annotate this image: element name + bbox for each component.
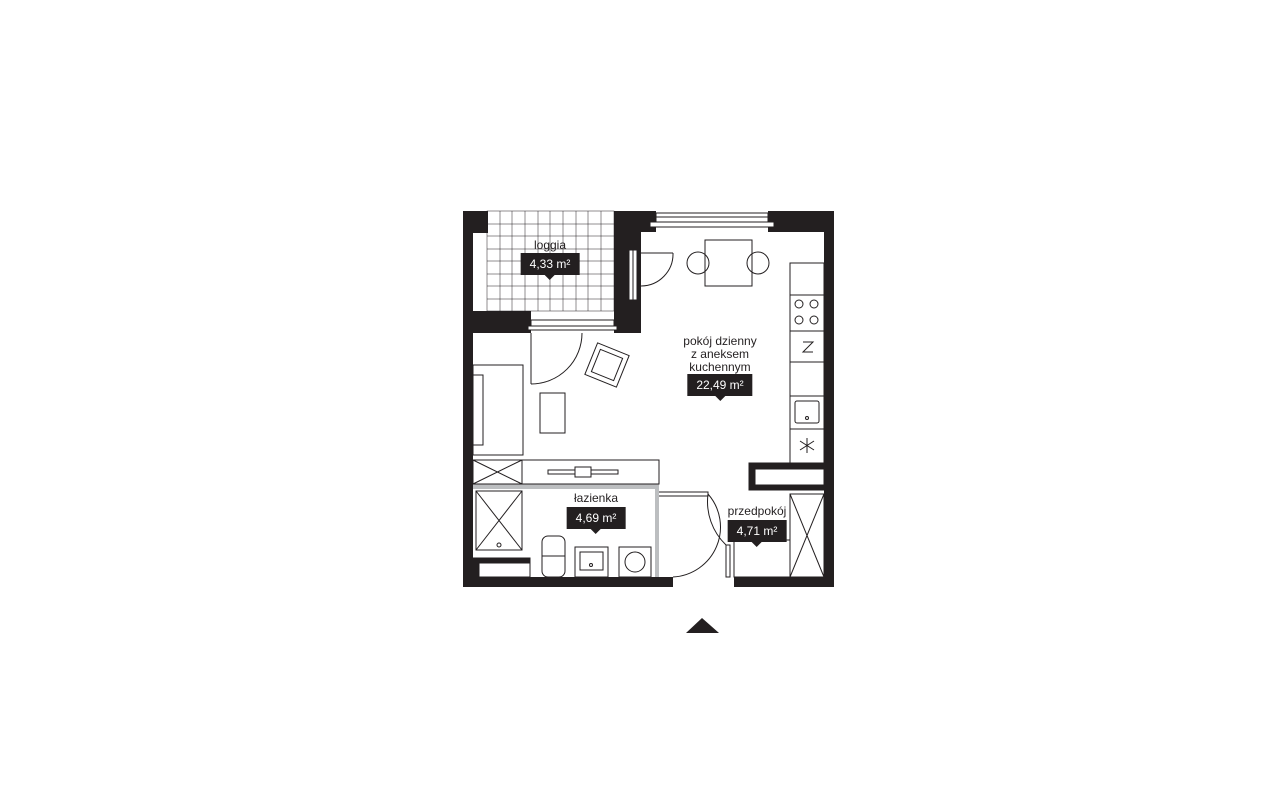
living-room-name: pokój dzienny z aneksem kuchennym [683,334,757,374]
entrance-arrow-icon [686,618,719,633]
bathroom-name: łazienka [573,491,619,505]
hallway-name: przedpokój [727,504,787,518]
living-room-area-badge: 22,49 m² [687,374,753,401]
loggia-area-badge: 4,33 m² [520,253,580,280]
outer-walls [463,211,834,587]
loggia-floor [486,210,615,312]
loggia-name: loggia [533,238,567,252]
windows [527,212,775,331]
bathroom-area-badge: 4,69 m² [566,507,626,534]
partitions [473,484,659,577]
furniture [472,239,825,578]
hallway-area-badge: 4,71 m² [727,520,787,547]
